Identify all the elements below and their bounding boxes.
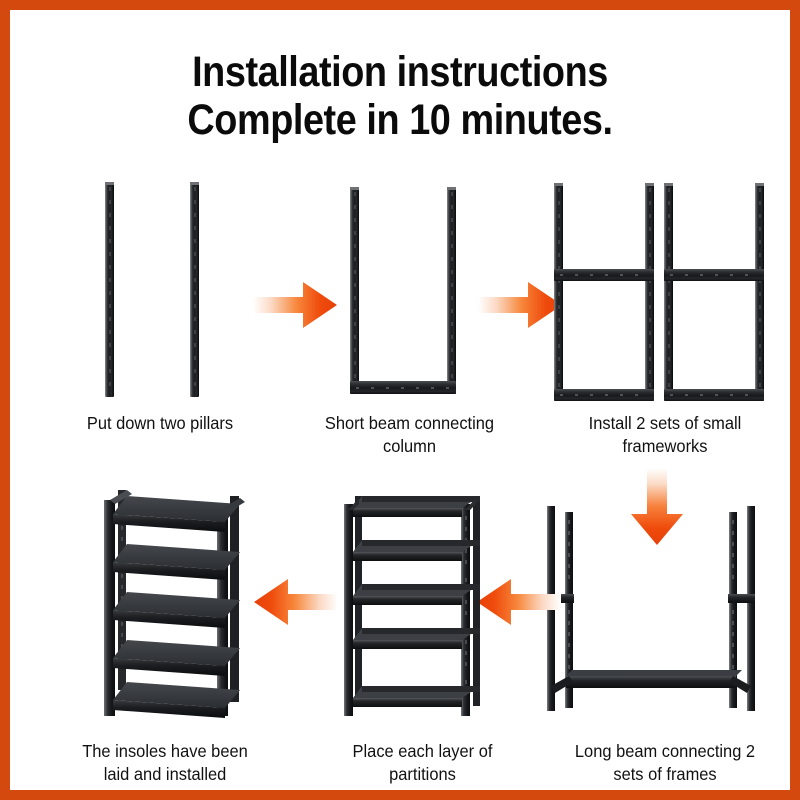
step-5-illustration bbox=[335, 490, 510, 718]
title-line-1: Installation instructions bbox=[192, 48, 608, 96]
arrow-down-icon bbox=[628, 468, 686, 546]
step-4-illustration bbox=[535, 498, 785, 713]
short-beam-middle bbox=[554, 269, 654, 281]
pillar-right bbox=[190, 182, 199, 397]
short-beam-bottom bbox=[554, 389, 654, 401]
pillar-slots-icon bbox=[450, 192, 453, 389]
pillar-slots-icon bbox=[758, 188, 761, 396]
pillar-cap-icon bbox=[664, 183, 673, 186]
pillar-cap-icon bbox=[645, 183, 654, 186]
page-title: Installation instructions Complete in 10… bbox=[10, 48, 790, 144]
step-3-illustration bbox=[554, 183, 774, 401]
pillar-slots-icon bbox=[557, 188, 560, 396]
short-beam-middle bbox=[664, 269, 764, 281]
step-1-caption: Put down two pillars bbox=[86, 413, 234, 433]
pillar-left bbox=[105, 182, 114, 397]
framework-a bbox=[554, 183, 657, 401]
pillar-slots-icon bbox=[353, 192, 356, 389]
beam-slots-icon bbox=[670, 274, 758, 276]
pillar-cap-icon bbox=[755, 183, 764, 186]
beam-slots-icon bbox=[560, 394, 648, 396]
pillar-slots-icon bbox=[667, 188, 670, 396]
beam-slots-icon bbox=[670, 394, 758, 396]
pillar-left bbox=[350, 187, 359, 394]
beam-slots-icon bbox=[356, 386, 450, 389]
arrow-left-1-icon bbox=[476, 575, 561, 629]
framework-b bbox=[664, 183, 767, 401]
step-2-illustration bbox=[350, 187, 460, 394]
pillar-slots-icon bbox=[648, 188, 651, 396]
pillar-cap-icon bbox=[447, 187, 456, 190]
pillar-right bbox=[645, 183, 654, 401]
pillar-cap-icon bbox=[554, 183, 563, 186]
arrow-right-1-icon bbox=[253, 278, 338, 332]
pillar-cap-icon bbox=[105, 182, 114, 185]
pillar-slots-icon bbox=[108, 187, 111, 392]
arrow-left-2-icon bbox=[253, 575, 338, 629]
pillar-cap-icon bbox=[350, 187, 359, 190]
step-2-caption: Short beam connecting column bbox=[324, 413, 495, 456]
pillar-left bbox=[554, 183, 563, 401]
pillar-right bbox=[447, 187, 456, 394]
step-4-caption: Long beam connecting 2 sets of frames bbox=[574, 741, 756, 784]
pillar-slots-icon bbox=[193, 187, 196, 392]
step-6-caption: The insoles have been laid and installed bbox=[82, 741, 248, 784]
step-5-caption: Place each layer of partitions bbox=[352, 741, 493, 784]
arrow-right-2-icon bbox=[478, 278, 563, 332]
pillar-left bbox=[664, 183, 673, 401]
pillar-cap-icon bbox=[190, 182, 199, 185]
beam-slots-icon bbox=[560, 274, 648, 276]
short-beam-bottom bbox=[664, 389, 764, 401]
step-6-illustration bbox=[80, 488, 265, 720]
title-line-2: Complete in 10 minutes. bbox=[187, 96, 613, 144]
pillar-right bbox=[755, 183, 764, 401]
step-1-illustration bbox=[105, 182, 215, 397]
step-3-caption: Install 2 sets of small frameworks bbox=[588, 413, 742, 456]
short-beam-bottom bbox=[350, 381, 456, 394]
